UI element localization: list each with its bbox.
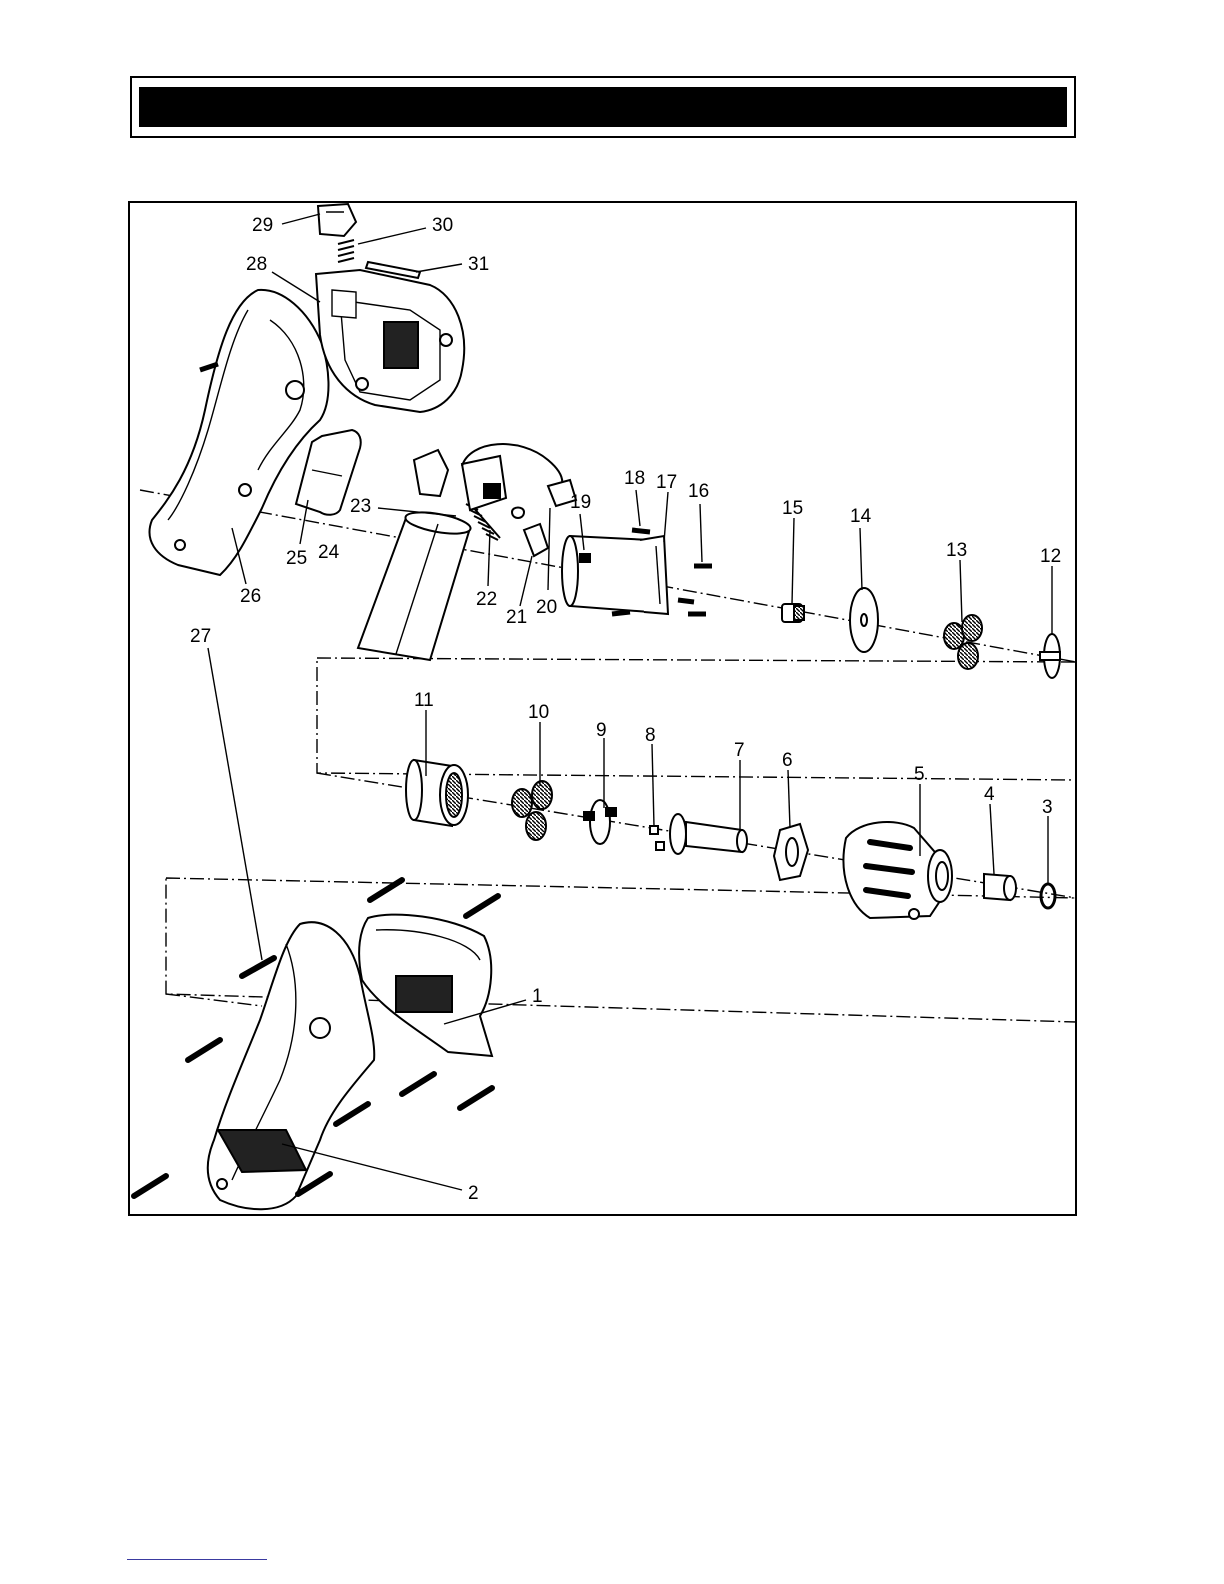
part-29-switch-button: [318, 204, 356, 236]
callout-13: 13: [946, 540, 967, 561]
callout-16: 16: [688, 481, 709, 502]
callout-14: 14: [850, 506, 872, 527]
part-19-motor: [562, 536, 668, 614]
callout-23: 23: [350, 496, 371, 517]
callout-17: 17: [656, 472, 677, 493]
callout-19: 19: [570, 492, 591, 513]
callout-18: 18: [624, 468, 645, 489]
callout-27: 27: [190, 626, 211, 647]
part-30-spring: [338, 240, 354, 262]
part-6-nut: [774, 824, 808, 880]
callout-11: 11: [414, 690, 434, 711]
part-14-washer: [850, 588, 878, 652]
callout-2: 2: [468, 1183, 479, 1204]
callout-8: 8: [645, 725, 656, 746]
part-5-front-housing: [843, 822, 952, 919]
callout-1: 1: [532, 986, 543, 1007]
footer-rule: [127, 1559, 267, 1560]
part-1-housing-half: [359, 915, 492, 1056]
part-10-planet-gears: [512, 781, 552, 840]
part-2-handle-half: [208, 922, 375, 1209]
part-23-switch-assembly: [414, 444, 562, 510]
callout-15: 15: [782, 498, 803, 519]
callout-3: 3: [1042, 797, 1053, 818]
callout-26: 26: [240, 586, 261, 607]
callout-28: 28: [246, 254, 267, 275]
part-21-bracket: [512, 508, 548, 557]
callout-10: 10: [528, 702, 549, 723]
callout-22: 22: [476, 589, 497, 610]
part-4-bushing: [984, 874, 1016, 900]
callout-9: 9: [596, 720, 607, 741]
part-11-ring-gear: [406, 760, 468, 826]
part-12-planet-carrier: [1040, 634, 1060, 678]
part-15-pinion: [782, 604, 804, 622]
callout-31: 31: [468, 254, 489, 275]
part-7-spindle: [670, 814, 747, 854]
callout-6: 6: [782, 750, 793, 771]
callout-7: 7: [734, 740, 745, 761]
callout-29: 29: [252, 215, 273, 236]
part-3-retaining-ring: [1041, 884, 1055, 908]
callout-24: 24: [318, 542, 340, 563]
callout-20: 20: [536, 597, 557, 618]
callout-21: 21: [506, 607, 527, 628]
part-24-battery-pack: [358, 508, 472, 660]
callout-4: 4: [984, 784, 995, 805]
callout-30: 30: [432, 215, 453, 236]
callout-12: 12: [1040, 546, 1061, 567]
callout-25: 25: [286, 548, 307, 569]
callout-5: 5: [914, 764, 925, 785]
